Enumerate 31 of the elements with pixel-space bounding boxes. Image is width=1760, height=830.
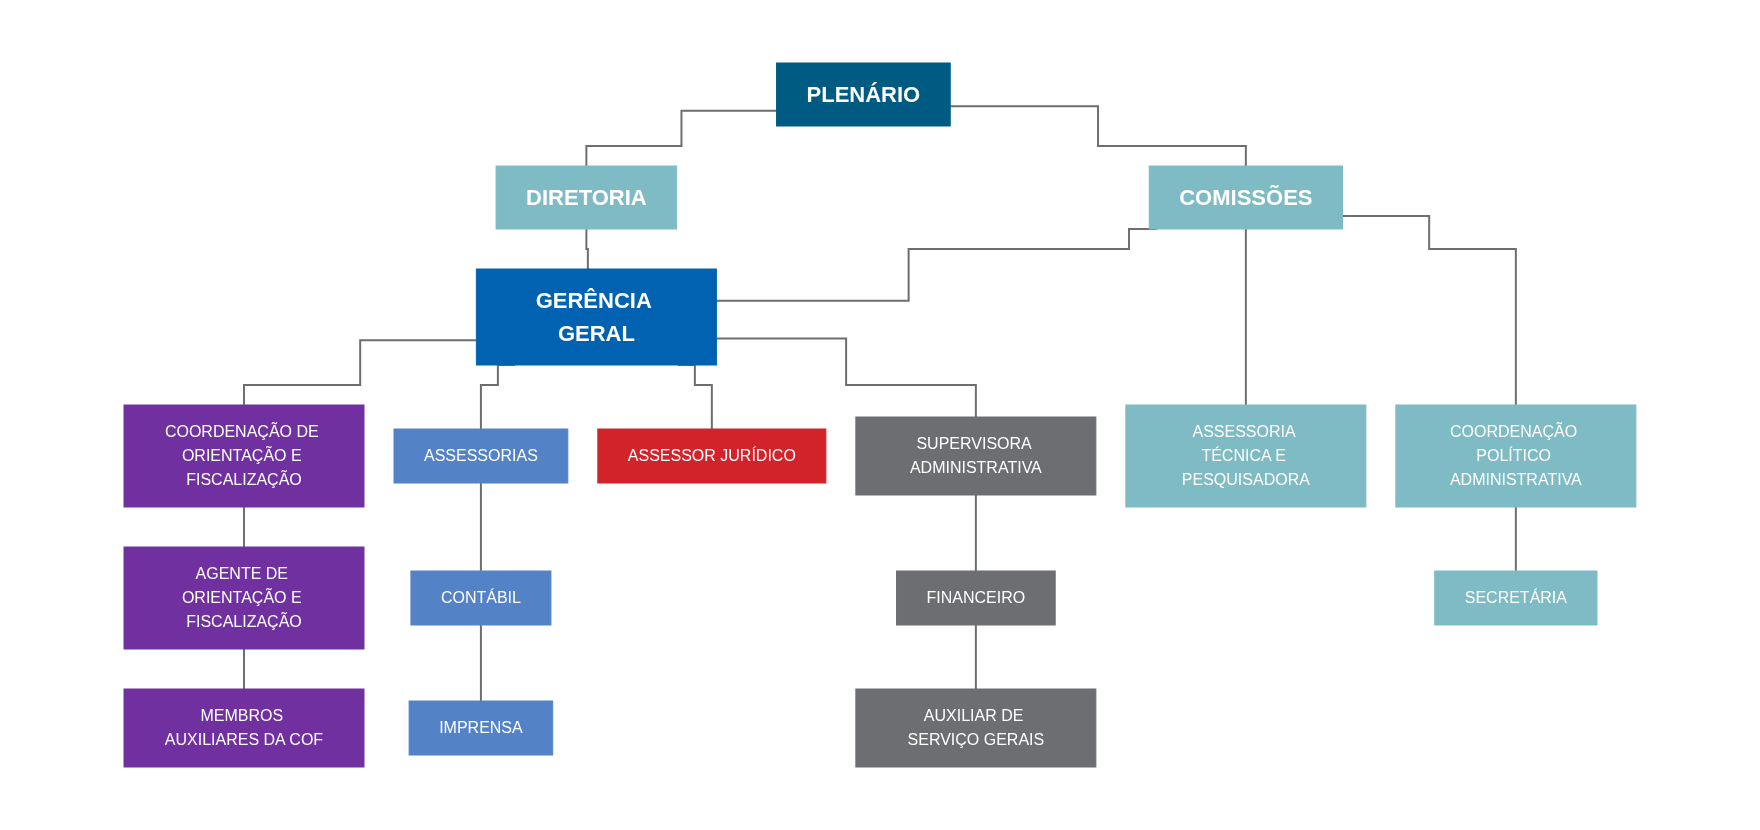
connector — [243, 506, 246, 548]
node-box: FINANCEIRO — [896, 570, 1056, 626]
connector — [1341, 214, 1517, 406]
connector — [585, 109, 778, 167]
connector — [974, 494, 977, 572]
node-box: ASSESSOR JURÍDICO — [597, 428, 827, 484]
node-box: COORDENAÇÃO POLÍTICO ADMINISTRATIVA — [1395, 404, 1637, 508]
connector — [974, 624, 977, 690]
node-box: ASSESSORIA TÉCNICA E PESQUISADORA — [1125, 404, 1367, 508]
node-box: COMISSÕES — [1148, 165, 1344, 230]
node-box: ASSESSORIAS — [393, 428, 569, 484]
node-box: GERÊNCIA GERAL — [475, 268, 717, 366]
connector — [1514, 506, 1517, 572]
connector — [480, 482, 482, 572]
node-box: COORDENAÇÃO DE ORIENTAÇÃO E FISCALIZAÇÃO — [123, 404, 365, 508]
node-box: SECRETÁRIA — [1434, 570, 1598, 626]
node-box: AUXILIAR DE SERVIÇO GERAIS — [855, 688, 1097, 768]
node-box: CONTÁBIL — [410, 570, 552, 626]
connector — [243, 648, 246, 690]
connector — [1244, 228, 1247, 406]
connector — [585, 228, 591, 270]
node-box: DIRETORIA — [495, 165, 678, 230]
node-box: SUPERVISORA ADMINISTRATIVA — [855, 416, 1097, 496]
node-box: IMPRENSA — [408, 700, 554, 756]
connector — [480, 624, 482, 702]
node-box: PLENÁRIO — [776, 62, 951, 127]
node-box: AGENTE DE ORIENTAÇÃO E FISCALIZAÇÃO — [123, 546, 365, 650]
connector — [949, 105, 1247, 167]
connector — [243, 339, 478, 406]
connector — [715, 337, 977, 418]
node-box: MEMBROS AUXILIARES DA COF — [123, 688, 365, 768]
